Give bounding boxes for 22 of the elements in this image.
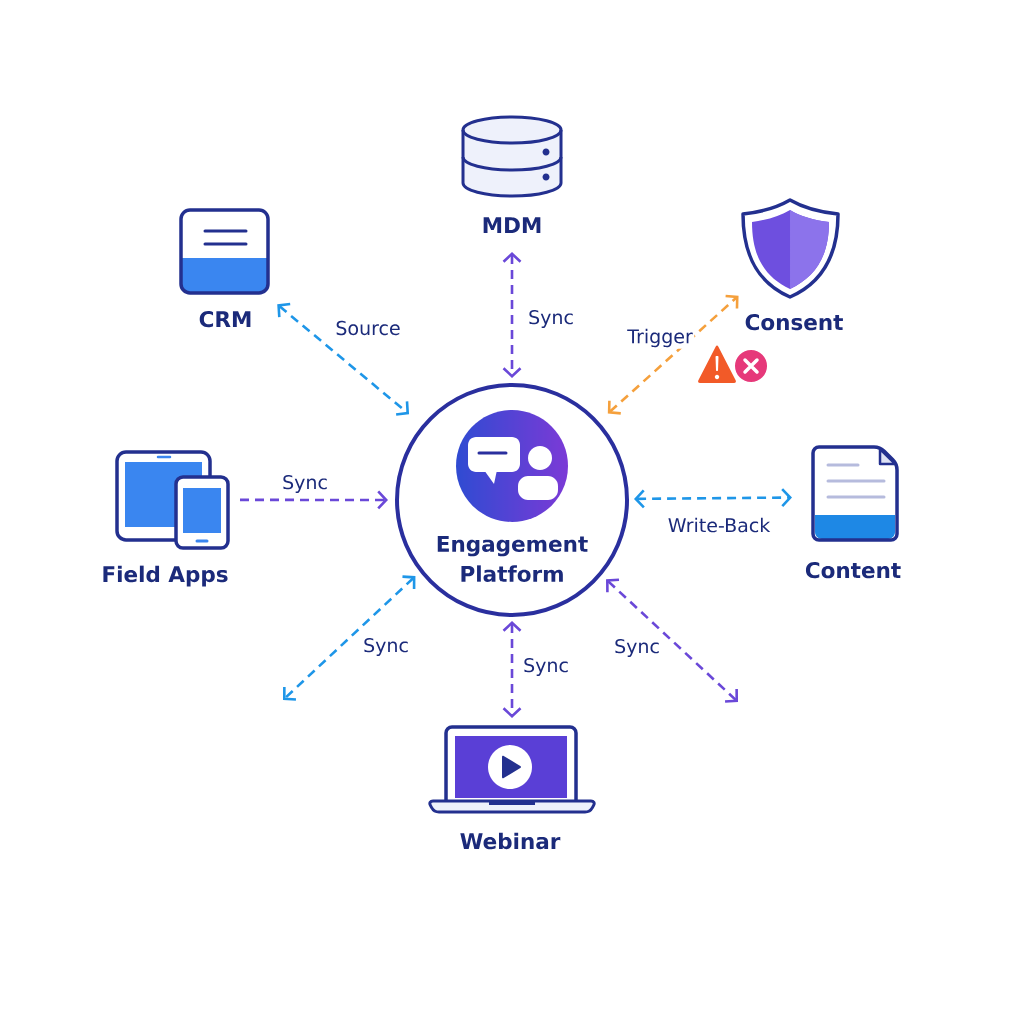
edge-label: Sync [280, 473, 330, 495]
double-arrow [502, 252, 522, 378]
edge-label: Sync [526, 308, 576, 330]
edge-label: Sync [612, 637, 662, 659]
arrow [240, 490, 388, 510]
edge-label: Write-Back [666, 516, 772, 534]
node-label: Consent [745, 314, 843, 331]
edge-label: Source [333, 319, 403, 337]
node-label: Content [805, 562, 901, 579]
double-arrow [283, 575, 416, 701]
node-label: MDM [483, 217, 541, 233]
double-arrow [502, 621, 522, 718]
edge-label: Sync [361, 636, 411, 658]
double-arrow [634, 488, 792, 509]
node-label: Webinar [460, 832, 561, 850]
edge-label: Sync [521, 656, 571, 678]
node-label: CRM [199, 311, 251, 328]
node-label: Field Apps [103, 565, 228, 587]
edge-label: Trigger [625, 327, 695, 349]
double-arrow [607, 294, 739, 415]
double-arrow [277, 302, 410, 416]
double-arrow [606, 578, 738, 703]
